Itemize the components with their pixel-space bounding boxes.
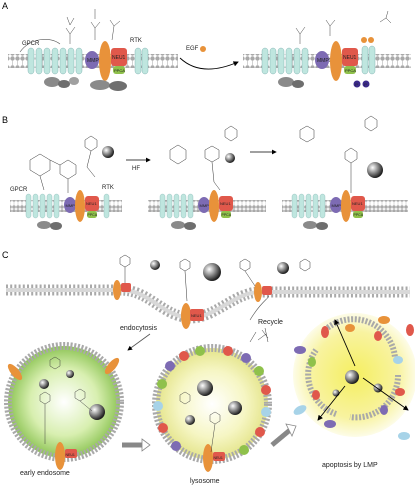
- mmp9-protein: [85, 51, 99, 69]
- panel-label-c: C: [2, 250, 9, 260]
- mmp9-label: MMP9: [87, 58, 102, 64]
- egf-arrow: [179, 57, 239, 70]
- membrane-b1: MMP9 NEU1 PPCA: [10, 190, 122, 230]
- ppca-label: PPCA: [354, 213, 364, 217]
- recycle-arrow: [249, 295, 269, 321]
- g-protein-blob: [69, 77, 79, 85]
- mmp9-label: MMP9: [66, 203, 78, 208]
- neu1-label: NEU1: [214, 456, 223, 460]
- phospho-label: P: [364, 82, 367, 87]
- hf-label: HF: [132, 166, 140, 172]
- lysosome: NEU1: [152, 344, 272, 472]
- rtk-label-b: RTK: [102, 185, 114, 191]
- sialoside-probe-structure: [29, 135, 98, 193]
- panel-label-a: A: [2, 1, 8, 11]
- neu1-label: NEU1: [86, 201, 97, 206]
- neu1-orange: [181, 303, 191, 329]
- recycle-label: Recycle: [258, 319, 283, 326]
- rtk-label: RTK: [130, 38, 142, 44]
- mmp9-label: MMP9: [200, 203, 212, 208]
- neu1-label: NEU1: [112, 55, 126, 61]
- sialic-glycan: [65, 9, 121, 44]
- g-protein-blob: [58, 80, 70, 88]
- egf-ligand: [200, 46, 206, 52]
- apoptosis-label: apoptosis by LMP: [322, 462, 378, 469]
- gpcr-label-b: GPCR: [10, 187, 28, 193]
- mmp9-label: MMP9: [332, 203, 344, 208]
- membrane-b3: MMP9 NEU1 PPCA: [282, 190, 408, 230]
- mmp9-label: MMP9: [317, 58, 332, 64]
- gpcr-label: GPCR: [22, 41, 40, 47]
- sialoside-probe-structure: [119, 254, 311, 302]
- neu1-orange: [99, 41, 111, 81]
- sialoside-probe-structure: [299, 115, 378, 193]
- ppca-label: PPCA: [345, 68, 356, 73]
- lmp-arrow: [270, 428, 292, 447]
- neu1-orange: [254, 282, 262, 302]
- apoptotic-lysosome: [293, 313, 415, 440]
- nanoparticle: [367, 162, 383, 178]
- nanoparticle: [150, 260, 160, 270]
- early-endosome-label: early endosome: [20, 470, 70, 477]
- neu1-label: NEU1: [343, 55, 357, 61]
- adaptor-blob: [109, 81, 127, 91]
- g-protein-blob: [44, 77, 60, 87]
- endocytosis-arrow: [127, 333, 151, 351]
- endocytosis-label: endocytosis: [120, 325, 157, 332]
- nanoparticle: [225, 153, 235, 163]
- panel-label-b: B: [2, 115, 8, 125]
- nanoparticle: [102, 146, 114, 158]
- rtk-receptor: [134, 47, 142, 75]
- phospho-group: [362, 80, 370, 88]
- gpcr-receptor: [19, 39, 83, 75]
- adaptor-blob: [90, 80, 110, 90]
- neu1-protein: [111, 48, 127, 66]
- nanoparticle: [277, 262, 289, 274]
- lysosome-label: lysosome: [190, 478, 220, 485]
- phospho-group: [353, 80, 361, 88]
- rtk-receptor: [141, 47, 149, 75]
- membrane-b2: MMP9 NEU1 PPCA: [148, 190, 266, 230]
- neu1-label: NEU1: [66, 453, 75, 457]
- released-fragments: [249, 327, 269, 343]
- ppca-label: PPCA: [222, 213, 232, 217]
- early-endosome: NEU1: [4, 342, 124, 470]
- ppca-label: PPCA: [114, 68, 125, 73]
- ppca-label: PPCA: [88, 213, 98, 217]
- sialoside-probe-structure: [169, 125, 238, 191]
- membrane-a-right: MMP9 NEU1 PPCA P P: [243, 10, 411, 88]
- membrane-a-left: GPCR MMP9 NEU1 PPCA RTK: [8, 9, 178, 91]
- neu1-label: NEU1: [352, 201, 363, 206]
- neu1-label: NEU1: [191, 313, 202, 318]
- nanoparticle: [203, 263, 221, 281]
- neu1-label: NEU1: [220, 201, 231, 206]
- phospho-label: P: [355, 82, 358, 87]
- egf-label: EGF: [186, 46, 199, 52]
- neu1-orange: [113, 280, 121, 300]
- ppca-protein: [113, 66, 125, 74]
